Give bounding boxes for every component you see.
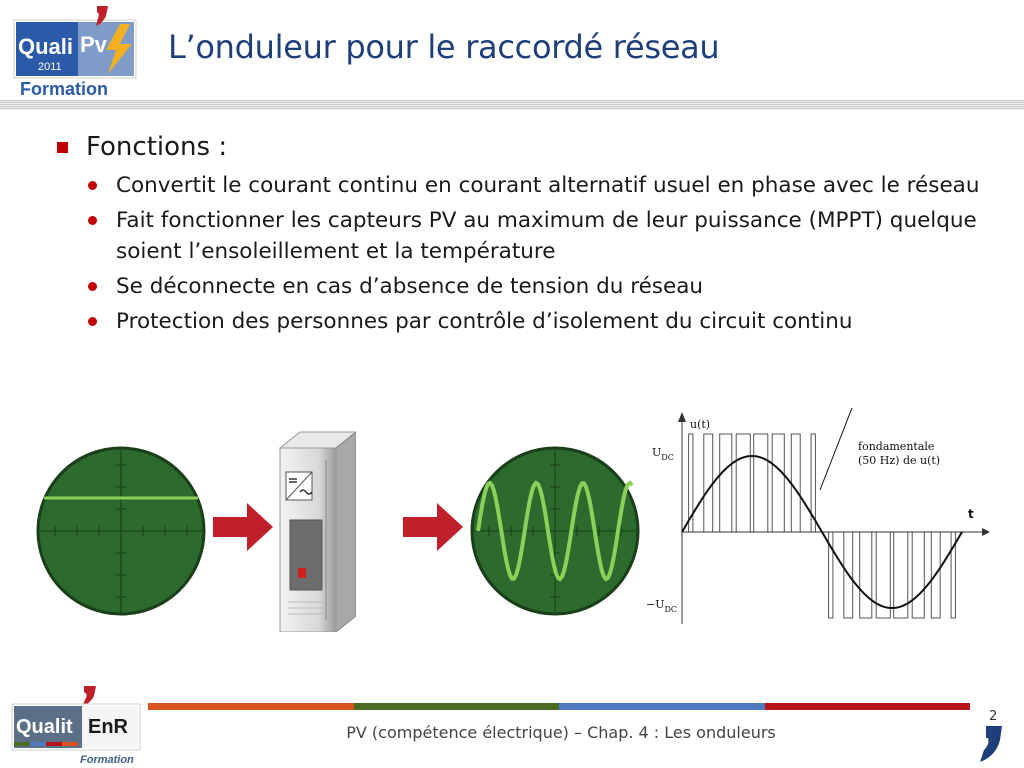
pwm-pulse — [719, 433, 733, 532]
round-bullet-icon — [88, 216, 97, 225]
footer-color-bars — [148, 703, 970, 710]
annotation-line-1: fondamentale — [858, 440, 934, 453]
pwm-pulse — [703, 433, 714, 532]
logo-word-quali: Quali — [18, 34, 73, 59]
header-divider — [0, 100, 1024, 110]
pwm-pulse — [875, 532, 891, 619]
pwm-pulses — [688, 433, 956, 619]
neg-udc-label-sub: DC — [665, 605, 678, 614]
pwm-pulse — [790, 433, 801, 532]
pwm-pulse — [843, 532, 854, 619]
arrow-right-icon — [403, 503, 463, 551]
list-item: Fait fonctionner les capteurs PV au maxi… — [86, 205, 986, 267]
footer-caption: PV (compétence électrique) – Chap. 4 : L… — [346, 723, 776, 742]
pwm-pulse — [810, 433, 816, 532]
heading-text: Fonctions : — [86, 132, 228, 162]
arrow-right-icon — [213, 503, 273, 551]
pwm-pulse — [911, 532, 925, 619]
annotation-leader — [819, 408, 853, 491]
round-bullet-icon — [88, 317, 97, 326]
qualitenr-logo: Qualit EnR Formation — [11, 686, 141, 766]
round-bullet-icon — [88, 282, 97, 291]
page-number: 2 — [989, 709, 998, 724]
logo-word-enr: EnR — [88, 716, 129, 738]
round-bullet-icon — [88, 181, 97, 190]
neg-udc-label-main: −U — [646, 598, 665, 611]
qualipv-logo: Quali Pv 2011 Formation — [13, 6, 137, 99]
logo-year: 2011 — [38, 61, 62, 73]
pwm-pulse — [753, 433, 769, 532]
neg-udc-label: −UDC — [646, 598, 677, 614]
inverter-cabinet-icon — [278, 431, 356, 632]
logo-formation-small: Formation — [80, 754, 134, 766]
fundamental-sine — [681, 454, 963, 610]
page-title: L’onduleur pour le raccordé réseau — [168, 28, 720, 66]
list-item-text: Fait fonctionner les capteurs PV au maxi… — [116, 208, 977, 264]
slide-header: Quali Pv 2011 Formation L’onduleur pour … — [0, 0, 1024, 100]
logo-formation: Formation — [20, 79, 108, 99]
x-axis-label: t — [968, 507, 974, 521]
ac-trace — [476, 480, 634, 582]
pwm-pulse — [735, 433, 751, 532]
footer-bar — [559, 703, 765, 710]
udc-label-sub: DC — [661, 453, 674, 462]
y-axis-label: u(t) — [690, 418, 710, 431]
list-item-text: Convertit le courant continu en courant … — [116, 173, 980, 198]
pwm-pulse — [688, 433, 694, 532]
logo-word-qualit: Qualit — [16, 716, 73, 738]
pwm-pulse — [828, 532, 834, 619]
list-item: Protection des personnes par contrôle d’… — [86, 306, 986, 337]
pwm-pulse — [950, 532, 956, 619]
footer-bar — [148, 703, 354, 710]
voltage-axis-arrow-icon — [678, 412, 686, 422]
udc-label: UDC — [652, 446, 674, 462]
time-axis-arrow-icon — [982, 528, 990, 536]
pwm-pulse — [930, 532, 941, 619]
udc-label-main: U — [652, 446, 661, 459]
list-item-text: Protection des personnes par contrôle d’… — [116, 309, 853, 334]
footer-bar — [353, 703, 559, 710]
ac-oscilloscope-icon — [470, 446, 640, 616]
lightning-bolt-icon — [106, 24, 132, 74]
list-item: Se déconnecte en cas d’absence de tensio… — [86, 271, 986, 302]
pwm-pulse — [893, 532, 909, 619]
footer-bar — [764, 703, 970, 710]
apostrophe-mark-icon — [980, 726, 1002, 762]
list-item: Convertit le courant continu en courant … — [86, 170, 986, 201]
pwm-pulse — [859, 532, 873, 619]
list-item-text: Se déconnecte en cas d’absence de tensio… — [116, 274, 704, 299]
pwm-waveform-diagram: u(t) UDC −UDC t fondamentale (50 Hz) de … — [646, 408, 990, 624]
pwm-pulse — [771, 433, 785, 532]
logo-word-pv: Pv — [80, 32, 108, 57]
dc-oscilloscope-icon — [36, 446, 206, 616]
square-bullet-icon — [57, 142, 68, 153]
annotation-line-2: (50 Hz) de u(t) — [858, 454, 940, 467]
function-list: Convertit le courant continu en courant … — [86, 170, 986, 341]
